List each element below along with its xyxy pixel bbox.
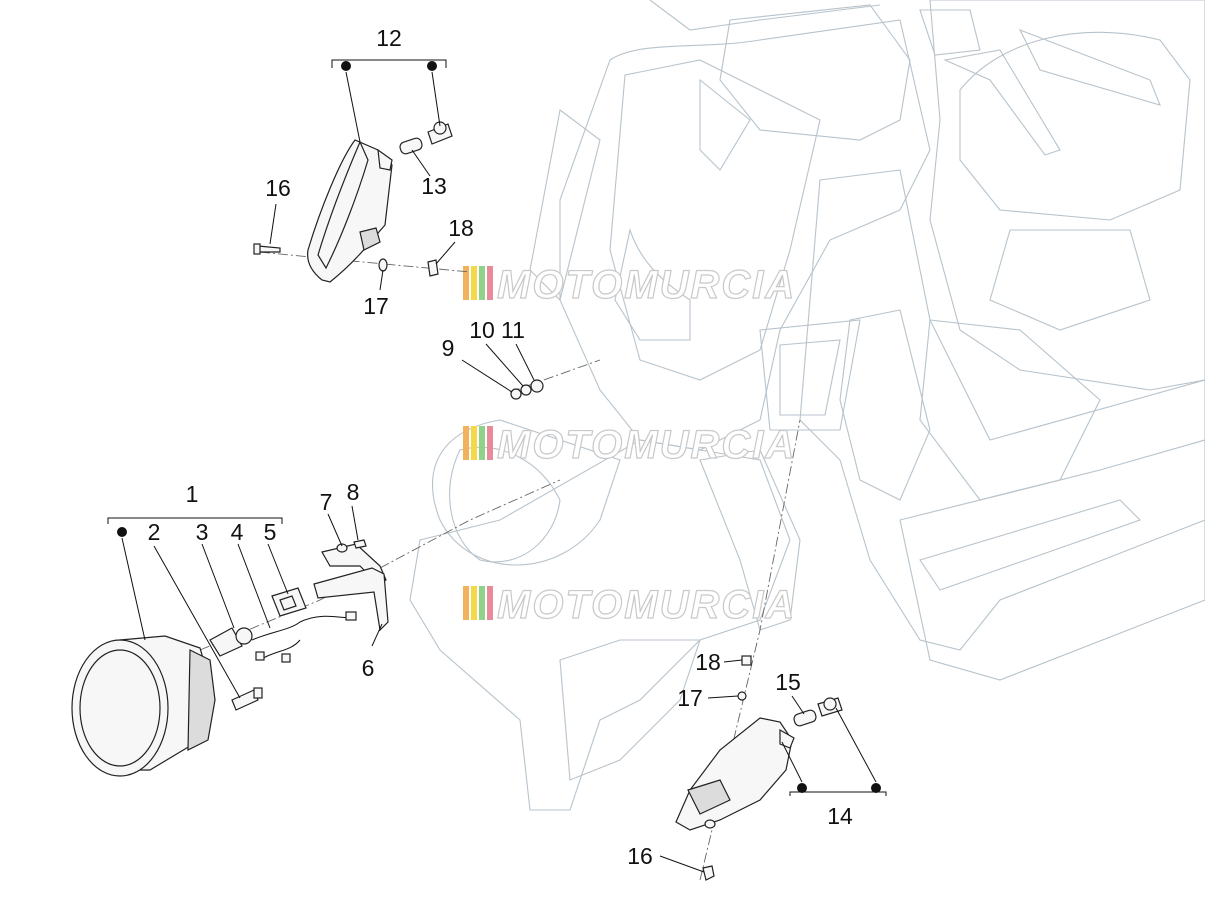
- watermark-stripe: [487, 266, 493, 300]
- fastener-10: [520, 384, 532, 396]
- bulb-3: [209, 627, 253, 657]
- front-turn-signal-lower: [675, 717, 795, 831]
- watermark-stripe: [463, 426, 469, 460]
- callout-10: 10: [469, 317, 495, 343]
- wiring-4: [251, 611, 357, 663]
- screw-8: [353, 539, 367, 549]
- watermark-stripe: [471, 586, 477, 620]
- callout-9: 9: [442, 335, 455, 361]
- bulb-socket-12: [427, 121, 453, 145]
- callout-12: 12: [376, 25, 402, 51]
- callout-16-bottom: 16: [627, 843, 653, 869]
- watermark-1: MOTOMURCIA: [463, 262, 796, 308]
- watermark-stripe: [487, 586, 493, 620]
- watermark-stripe: [479, 266, 485, 300]
- callout-15: 15: [775, 669, 801, 695]
- watermark-stripe: [471, 266, 477, 300]
- screw-16-top: [253, 243, 281, 255]
- callout-2: 2: [148, 519, 161, 545]
- watermark-text: MOTOMURCIA: [497, 423, 796, 467]
- bullet-dot: [871, 783, 881, 793]
- watermark-2: MOTOMURCIA: [463, 422, 796, 468]
- callout-14: 14: [827, 803, 853, 829]
- callout-4: 4: [231, 519, 244, 545]
- washer-17-top: [378, 258, 388, 272]
- callout-7: 7: [320, 489, 333, 515]
- headlight-unit: [71, 635, 216, 777]
- watermark-3: MOTOMURCIA: [463, 582, 796, 628]
- clip-18-bottom: [741, 655, 752, 666]
- watermark-stripe: [463, 266, 469, 300]
- bulb-13: [399, 137, 423, 155]
- callout-17-bottom: 17: [677, 685, 703, 711]
- watermark-text: MOTOMURCIA: [497, 583, 796, 627]
- watermark-text: MOTOMURCIA: [497, 263, 796, 307]
- washer-17-bottom: [737, 691, 747, 701]
- bullet-dot: [427, 61, 437, 71]
- connector-5: [271, 587, 307, 617]
- callout-6: 6: [362, 655, 375, 681]
- callout-3: 3: [196, 519, 209, 545]
- watermark-stripe: [463, 586, 469, 620]
- callout-5: 5: [264, 519, 277, 545]
- bullet-dot: [341, 61, 351, 71]
- front-turn-signal-upper: [307, 139, 393, 283]
- fastener-9: [510, 388, 522, 400]
- fastener-11: [530, 379, 544, 393]
- scooter-body-outline: [409, 0, 1205, 811]
- bulb-2: [231, 687, 263, 711]
- screw-16-bottom: [702, 865, 715, 881]
- watermark-stripe: [479, 586, 485, 620]
- bulb-socket-14: [817, 697, 843, 717]
- screw-7: [336, 543, 348, 553]
- clip-18-top: [427, 259, 439, 277]
- watermark-stripe: [471, 426, 477, 460]
- callout-11: 11: [501, 317, 525, 343]
- bullet-dot: [117, 527, 127, 537]
- bulb-15: [793, 709, 817, 727]
- watermark-stripe: [487, 426, 493, 460]
- callout-1: 1: [186, 481, 199, 507]
- callout-18-bottom: 18: [695, 649, 721, 675]
- callout-8: 8: [347, 479, 360, 505]
- watermark-stripe: [479, 426, 485, 460]
- callout-17-top: 17: [363, 293, 389, 319]
- callout-18-top: 18: [448, 215, 474, 241]
- bullet-dot: [797, 783, 807, 793]
- callout-16-top: 16: [265, 175, 291, 201]
- callout-labels: 12 13 16 17 18 9 10 11 1 2 3 4 5 6 7 8 1…: [148, 25, 853, 869]
- callout-13: 13: [421, 173, 447, 199]
- leader-lines: [107, 59, 887, 873]
